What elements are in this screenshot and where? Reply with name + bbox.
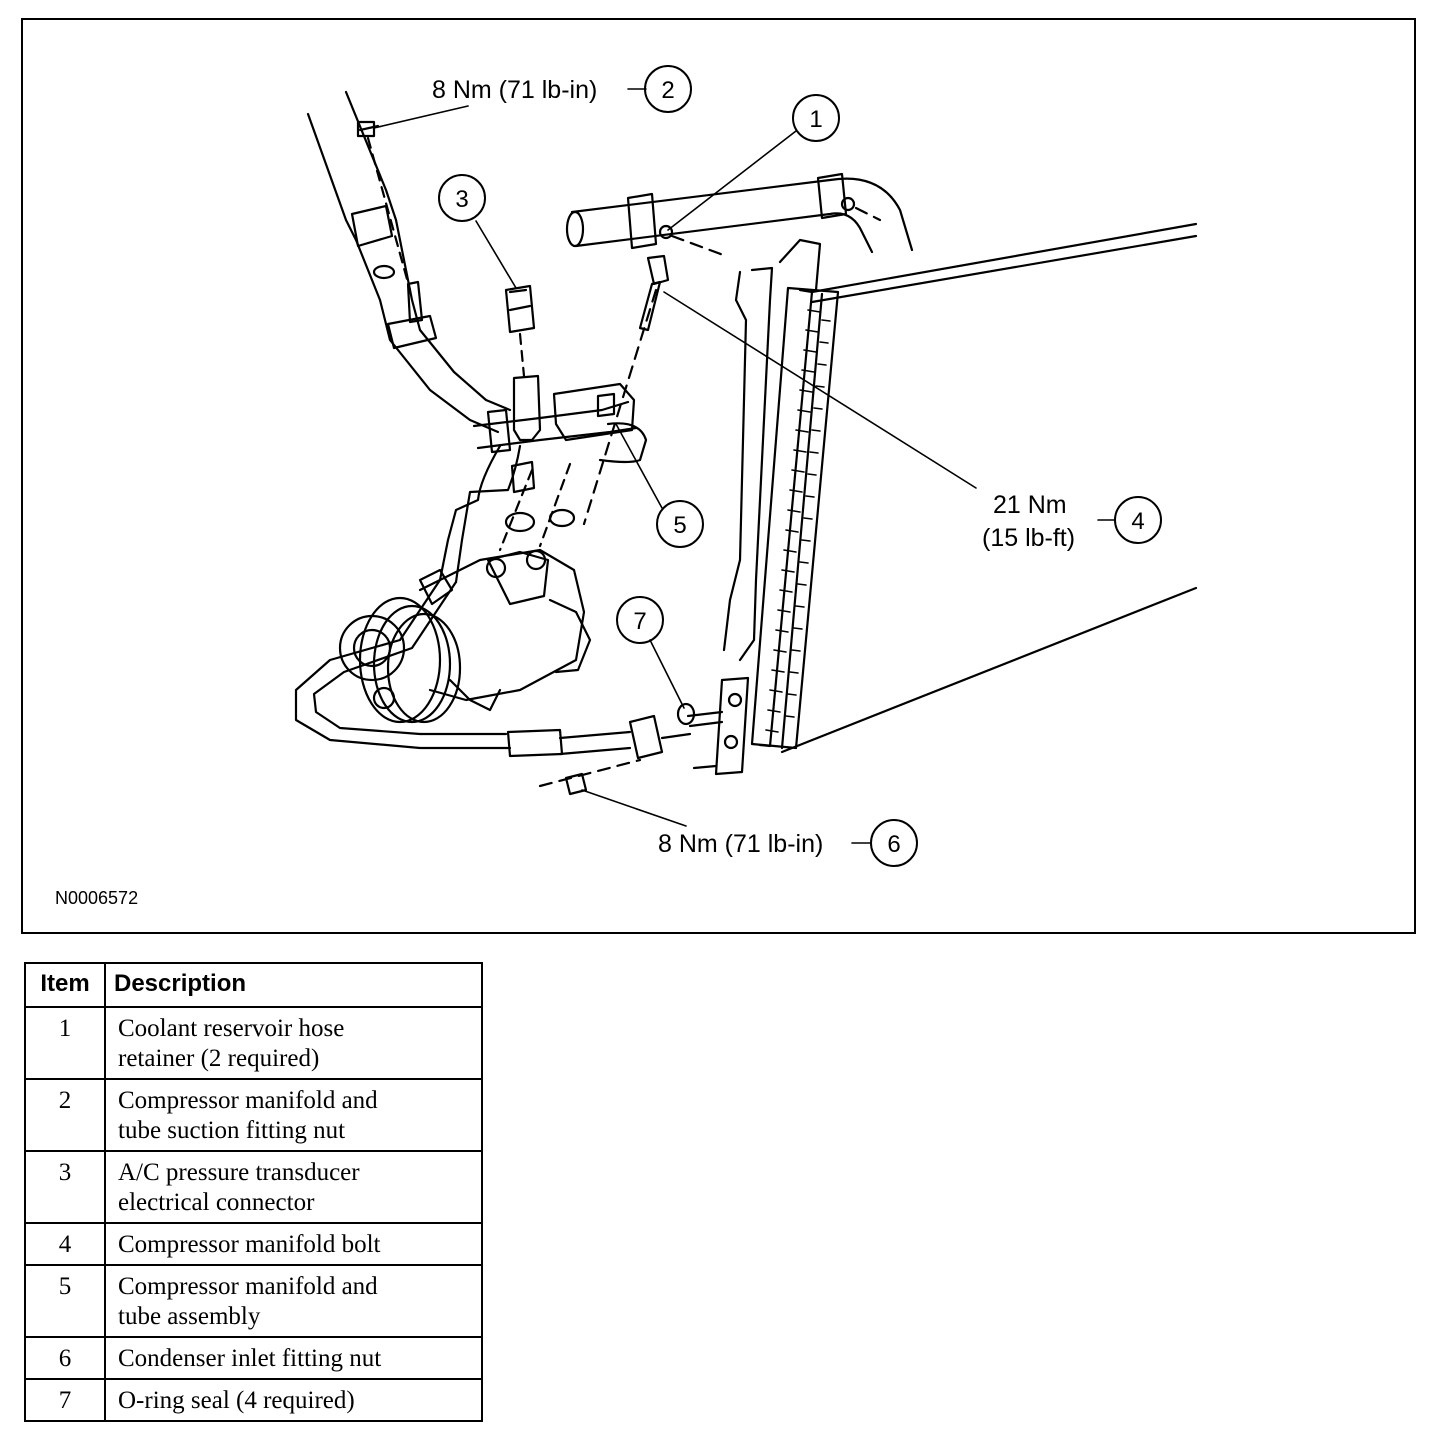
condenser xyxy=(686,222,1198,776)
manifold-tube-assembly xyxy=(438,254,670,584)
exploded-view-illustration: 1 2 3 4 5 6 7 8 Nm (71 lb-in) 21 Nm (15 … xyxy=(55,65,1198,908)
legend-row: 4 Compressor manifold bolt xyxy=(24,1222,483,1266)
legend-header-item: Item xyxy=(24,962,106,1008)
callout-1-number: 1 xyxy=(809,106,822,133)
legend-item-description: Compressor manifold and tube suction fitt… xyxy=(104,1078,483,1152)
callout-4-torque-nm: 21 Nm xyxy=(993,491,1067,519)
legend-item-number: 4 xyxy=(24,1222,106,1266)
callout-4-number: 4 xyxy=(1131,508,1144,535)
description-line: Condenser inlet fitting nut xyxy=(118,1345,382,1372)
suction-line xyxy=(306,90,512,434)
callout-4-torque-lbft: (15 lb-ft) xyxy=(982,524,1075,552)
description-line: O-ring seal (4 required) xyxy=(118,1387,355,1414)
legend-item-description: Condenser inlet fitting nut xyxy=(104,1336,483,1380)
description-line: Coolant reservoir hose xyxy=(118,1015,345,1042)
ac-compressor xyxy=(338,548,592,724)
legend-row: 7 O-ring seal (4 required) xyxy=(24,1378,483,1422)
figure-id: N0006572 xyxy=(55,888,138,908)
legend-item-description: O-ring seal (4 required) xyxy=(104,1378,483,1422)
legend-item-number: 3 xyxy=(24,1150,106,1224)
description-line: Compressor manifold and xyxy=(118,1087,378,1114)
callout-6-number: 6 xyxy=(887,831,900,858)
leader-lines xyxy=(373,88,1115,844)
legend-item-number: 5 xyxy=(24,1264,106,1338)
legend-header-description: Description xyxy=(104,962,483,1008)
description-line: A/C pressure transducer xyxy=(118,1159,360,1186)
legend-header-row: Item Description xyxy=(24,962,483,1008)
callout-5-number: 5 xyxy=(673,512,686,539)
legend-item-description: Compressor manifold and tube assembly xyxy=(104,1264,483,1338)
description-line: Compressor manifold and xyxy=(118,1273,378,1300)
description-line: electrical connector xyxy=(118,1189,315,1216)
callout-3-number: 3 xyxy=(455,186,468,213)
legend-item-number: 7 xyxy=(24,1378,106,1422)
coolant-reservoir-hose xyxy=(565,172,914,258)
legend-row: 1 Coolant reservoir hose retainer (2 requ… xyxy=(24,1006,483,1080)
legend-item-number: 1 xyxy=(24,1006,106,1080)
description-line: retainer (2 required) xyxy=(118,1045,320,1072)
pressure-transducer-connector xyxy=(504,284,542,442)
legend-row: 2 Compressor manifold and tube suction fi… xyxy=(24,1078,483,1152)
legend-item-number: 6 xyxy=(24,1336,106,1380)
callout-circles xyxy=(438,65,1162,867)
callout-6-torque: 8 Nm (71 lb-in) xyxy=(658,830,823,858)
legend-item-description: Compressor manifold bolt xyxy=(104,1222,483,1266)
callout-2-torque: 8 Nm (71 lb-in) xyxy=(432,76,597,104)
legend-row: 3 A/C pressure transducer electrical conn… xyxy=(24,1150,483,1224)
legend-item-description: Coolant reservoir hose retainer (2 requir… xyxy=(104,1006,483,1080)
callout-7-number: 7 xyxy=(633,608,646,635)
legend-row: 6 Condenser inlet fitting nut xyxy=(24,1336,483,1380)
callout-2-number: 2 xyxy=(661,77,674,104)
discharge-line xyxy=(294,578,696,796)
legend-row: 5 Compressor manifold and tube assembly xyxy=(24,1264,483,1338)
description-line: tube suction fitting nut xyxy=(118,1117,346,1144)
legend-item-number: 2 xyxy=(24,1078,106,1152)
legend-table: Item Description 1 Coolant reservoir hos… xyxy=(24,962,483,1422)
diagram-frame xyxy=(21,18,1416,934)
legend-item-description: A/C pressure transducer electrical connec… xyxy=(104,1150,483,1224)
description-line: tube assembly xyxy=(118,1303,261,1330)
description-line: Compressor manifold bolt xyxy=(118,1231,381,1258)
